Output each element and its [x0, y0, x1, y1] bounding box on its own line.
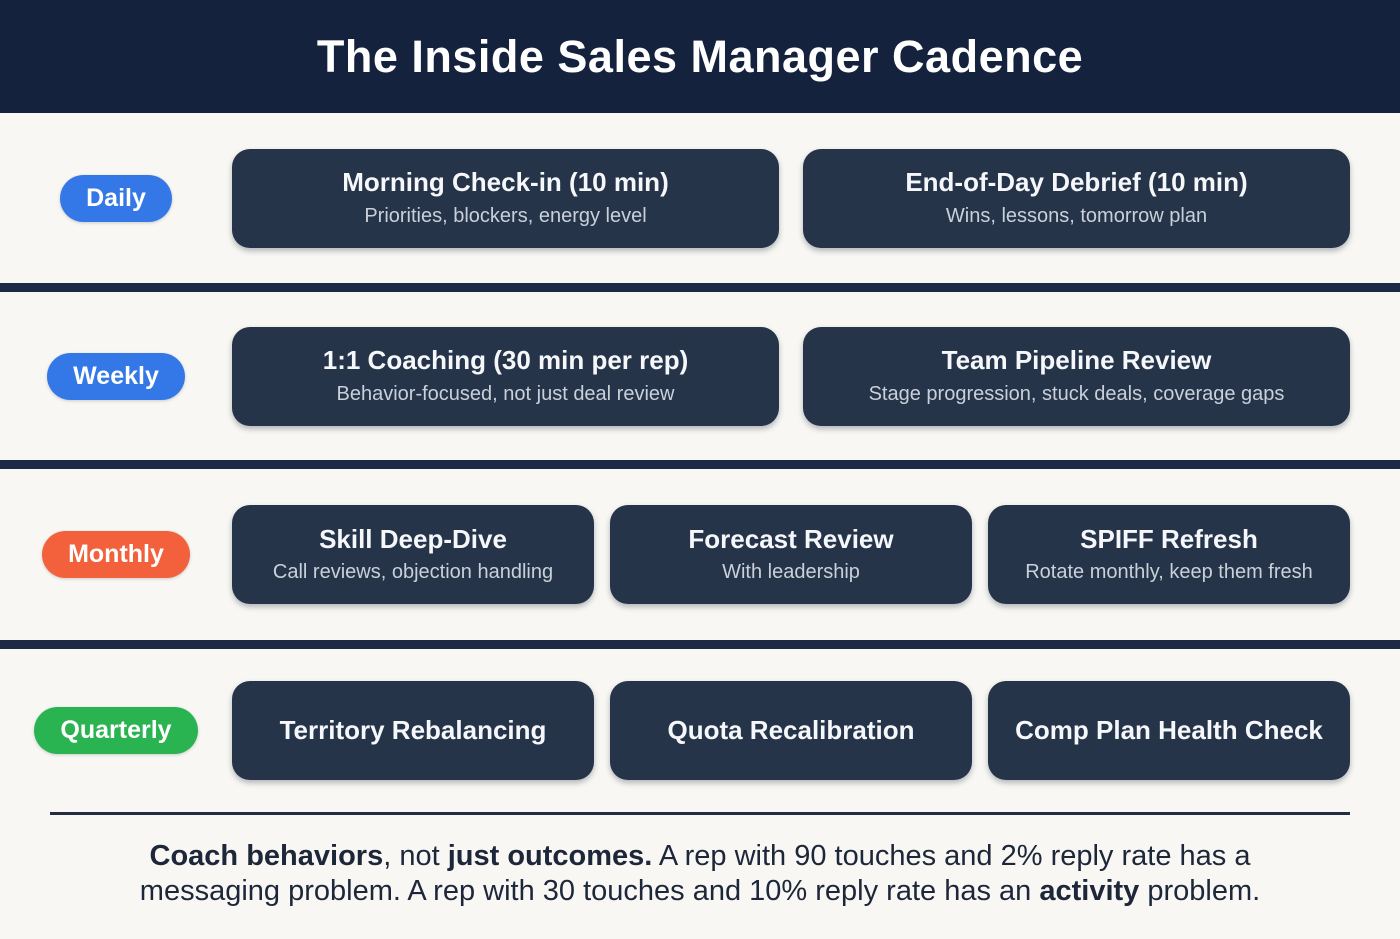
card-subtitle: Rotate monthly, keep them fresh [1025, 561, 1313, 584]
cadence-card-skill-deep-dive: Skill Deep-Dive Call reviews, objection … [232, 505, 594, 604]
footer-divider [50, 812, 1350, 815]
card-title: SPIFF Refresh [1080, 523, 1258, 554]
card-title: 1:1 Coaching (30 min per rep) [322, 345, 689, 376]
card-title: Territory Rebalancing [279, 714, 547, 745]
cadence-card-territory-rebalancing: Territory Rebalancing [232, 681, 594, 780]
row-quarterly: Quarterly Territory Rebalancing Quota Re… [0, 649, 1400, 812]
footer-segment: problem. [1139, 875, 1261, 908]
card-title: Quota Recalibration [667, 714, 915, 745]
frequency-badge-weekly: Weekly [47, 352, 185, 400]
card-title: Forecast Review [688, 523, 894, 554]
row-weekly-cards: 1:1 Coaching (30 min per rep) Behavior-f… [232, 326, 1350, 426]
row-monthly-label-column: Monthly [0, 531, 232, 578]
card-title: Comp Plan Health Check [1015, 714, 1323, 745]
row-daily-label-column: Daily [0, 174, 232, 222]
card-subtitle: Wins, lessons, tomorrow plan [945, 204, 1208, 227]
cadence-card-end-of-day-debrief: End-of-Day Debrief (10 min) Wins, lesson… [803, 148, 1350, 248]
row-monthly: Monthly Skill Deep-Dive Call reviews, ob… [0, 469, 1400, 640]
row-weekly-label-column: Weekly [0, 352, 232, 400]
card-subtitle: Stage progression, stuck deals, coverage… [868, 382, 1285, 405]
card-title: End-of-Day Debrief (10 min) [905, 167, 1248, 198]
row-quarterly-label-column: Quarterly [0, 707, 232, 754]
cadence-card-one-on-one-coaching: 1:1 Coaching (30 min per rep) Behavior-f… [232, 326, 779, 426]
footer-takeaway-text: Coach behaviors, not just outcomes. A re… [0, 839, 1400, 910]
footer-segment: Coach behaviors [149, 840, 384, 872]
card-title: Morning Check-in (10 min) [342, 167, 669, 198]
footer-segment: just outcomes. [447, 840, 653, 872]
frequency-badge-monthly: Monthly [42, 531, 190, 578]
cadence-card-team-pipeline-review: Team Pipeline Review Stage progression, … [803, 326, 1350, 426]
card-title: Skill Deep-Dive [319, 523, 507, 554]
row-divider [0, 640, 1400, 649]
row-divider [0, 283, 1400, 292]
header-bar: The Inside Sales Manager Cadence [0, 0, 1400, 113]
footer-segment: activity [1039, 875, 1140, 908]
row-monthly-cards: Skill Deep-Dive Call reviews, objection … [232, 505, 1350, 604]
cadence-card-comp-plan-health-check: Comp Plan Health Check [988, 681, 1350, 780]
footer-segment: A rep with 90 touches and 2% reply rate … [139, 840, 1251, 908]
frequency-badge-daily: Daily [60, 174, 172, 222]
footer-segment: , not [383, 840, 448, 872]
row-weekly: Weekly 1:1 Coaching (30 min per rep) Beh… [0, 292, 1400, 460]
row-daily: Daily Morning Check-in (10 min) Prioriti… [0, 113, 1400, 283]
card-subtitle: Behavior-focused, not just deal review [336, 382, 675, 405]
cadence-card-quota-recalibration: Quota Recalibration [610, 681, 972, 780]
cadence-card-forecast-review: Forecast Review With leadership [610, 505, 972, 604]
frequency-badge-quarterly: Quarterly [34, 707, 198, 754]
row-divider [0, 460, 1400, 469]
row-daily-cards: Morning Check-in (10 min) Priorities, bl… [232, 148, 1350, 248]
cadence-card-spiff-refresh: SPIFF Refresh Rotate monthly, keep them … [988, 505, 1350, 604]
page-title: The Inside Sales Manager Cadence [316, 30, 1084, 82]
card-subtitle: Call reviews, objection handling [272, 561, 554, 584]
card-title: Team Pipeline Review [941, 345, 1212, 376]
card-subtitle: With leadership [722, 561, 860, 584]
row-quarterly-cards: Territory Rebalancing Quota Recalibratio… [232, 681, 1350, 780]
card-subtitle: Priorities, blockers, energy level [364, 204, 647, 227]
cadence-card-morning-checkin: Morning Check-in (10 min) Priorities, bl… [232, 148, 779, 248]
